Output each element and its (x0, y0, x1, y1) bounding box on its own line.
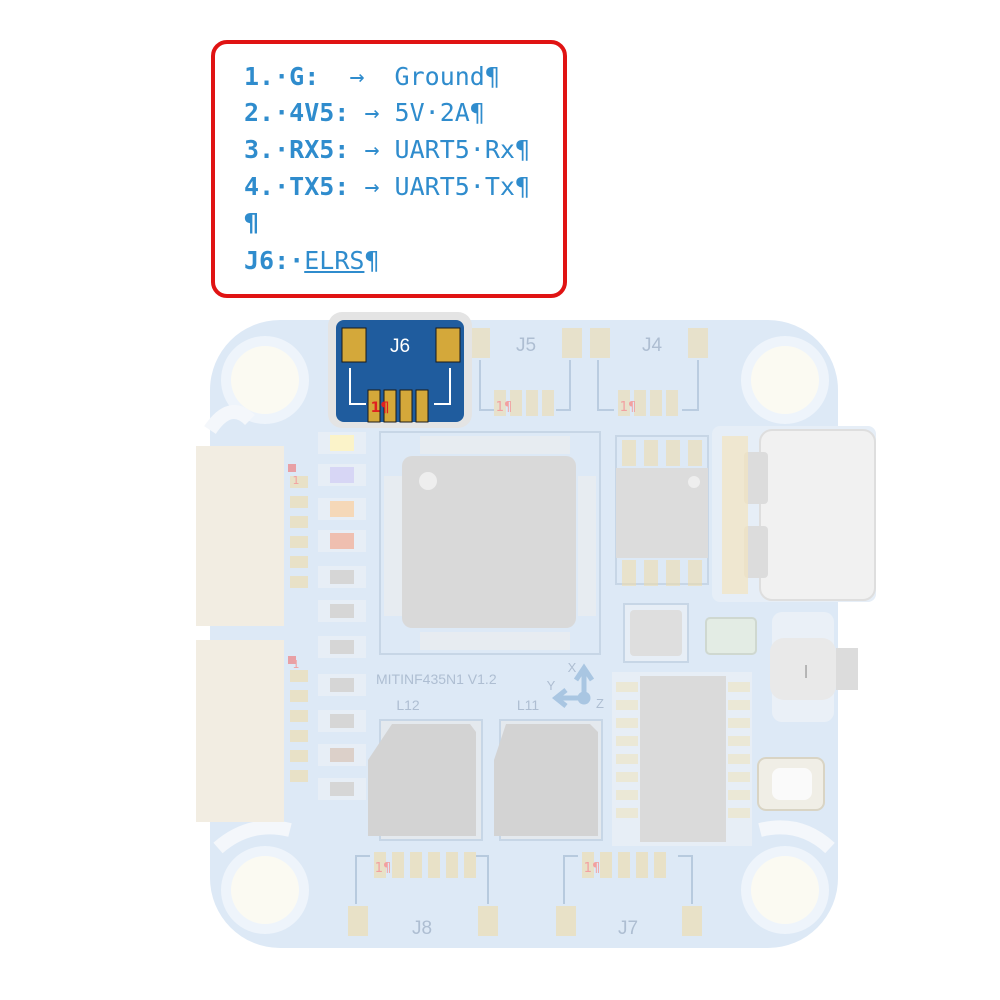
corner-arc (204, 405, 255, 435)
j8-label: J8 (412, 918, 432, 939)
side-pin1-lower: 1 (293, 658, 300, 671)
axis-y-label: Y (547, 678, 556, 693)
pilcrow: ¶ (364, 246, 380, 275)
small-chip (630, 610, 682, 656)
connector-line: J6:·ELRS¶ (244, 246, 380, 276)
pin-label: 4.·TX5: (244, 172, 350, 201)
board-name: MITINF435N1 V1.2 (376, 671, 497, 687)
pin-label: 2.·4V5: (244, 98, 350, 127)
j5-label: J5 (516, 335, 536, 356)
pin-label: 3.·RX5: (244, 135, 350, 164)
j8-pin1-marker: 1¶ (375, 861, 392, 876)
inductor-l12 (368, 724, 476, 836)
corner-arc (213, 820, 292, 854)
pin-value: 5V·2A¶ (394, 98, 485, 127)
side-connector-lower (196, 640, 284, 822)
connector-j6-highlight (328, 312, 472, 428)
mcu-pins (384, 436, 596, 650)
pin-line-2: 2.·4V5: → 5V·2A¶ (244, 98, 485, 128)
corner-arc (758, 820, 835, 854)
blank-line: ¶ (244, 208, 260, 237)
arrow-icon: → (349, 62, 365, 91)
board-outline (210, 320, 838, 948)
pin-value: UART5·Rx¶ (394, 135, 531, 164)
pin-value: UART5·Tx¶ (394, 172, 531, 201)
j6-label: J6 (390, 336, 410, 357)
pin-line-3: 3.·RX5: → UART5·Rx¶ (244, 135, 530, 165)
mcu-outline (379, 431, 601, 655)
svg-text:I: I (803, 662, 808, 683)
mounting-hole-icon (221, 846, 309, 934)
j7-label: J7 (618, 918, 638, 939)
baro-chip (705, 617, 757, 655)
side-pin1-upper: 1 (293, 474, 300, 487)
j5-pin1-marker: 1¶ (496, 400, 513, 415)
connector-j4 (590, 328, 708, 416)
j4-pin1-marker: 1¶ (620, 400, 637, 415)
connector-label: J6:· (244, 246, 305, 275)
pinout-callout (211, 40, 567, 298)
l11-label: L11 (517, 697, 540, 713)
usb-c-port (712, 426, 876, 602)
j4-label: J4 (642, 335, 663, 356)
axis-z-label: Z (596, 696, 604, 711)
arrow-icon: → (364, 98, 380, 127)
connector-j5 (470, 328, 582, 416)
mounting-hole-icon (221, 336, 309, 424)
pin-value: Ground¶ (394, 62, 500, 91)
pin-label: 1.·G: (244, 62, 320, 91)
l12-label: L12 (396, 697, 420, 713)
connector-j7 (556, 852, 702, 936)
mcu-dot (419, 472, 437, 490)
pin-line-1: 1.·G: → Ground¶ (244, 62, 500, 92)
boot-button (770, 638, 836, 700)
connector-j8 (348, 852, 498, 936)
pin-line-4: 4.·TX5: → UART5·Tx¶ (244, 172, 530, 202)
inductor-l11 (494, 724, 598, 836)
right-ic (640, 676, 726, 842)
side-connector-upper (196, 446, 284, 626)
axis-x-label: X (568, 660, 577, 675)
mounting-hole-icon (741, 846, 829, 934)
arrow-icon: → (364, 172, 380, 201)
mcu-chip (402, 456, 576, 628)
led-column (318, 432, 366, 800)
j6-pin1-marker: 1¶ (371, 400, 390, 416)
mounting-hole-icon (741, 336, 829, 424)
connector-value: ELRS (304, 246, 365, 275)
j7-pin1-marker: 1¶ (584, 861, 601, 876)
axis-icon (551, 663, 595, 708)
flash-chip (616, 468, 708, 558)
arrow-icon: → (364, 135, 380, 164)
crystal (757, 757, 825, 811)
